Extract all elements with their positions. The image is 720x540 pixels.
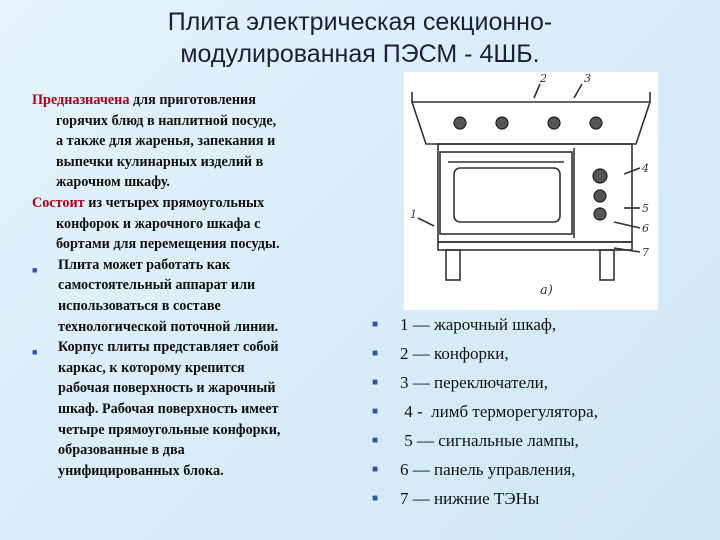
title-line-2: модулированная ПЭСМ - 4ШБ. <box>180 40 540 68</box>
callout-3: 3 <box>584 72 591 85</box>
callout-5: 5 <box>642 202 649 215</box>
knob-icon <box>495 116 509 130</box>
composition-first-line: из четырех прямоугольных <box>84 194 265 211</box>
square-bullet-icon: ■ <box>372 435 379 446</box>
legend-text: 4 - лимб терморегулятора, <box>400 402 598 421</box>
legend-text: 5 — сигнальные лампы, <box>400 431 579 450</box>
square-bullet-icon: ■ <box>372 377 379 388</box>
bullet-line: каркас, к которому крепится <box>58 359 245 376</box>
composition-line: конфорок и жарочного шкафа с <box>56 215 261 232</box>
legend-item: ■ 5 — сигнальные лампы, <box>372 426 712 455</box>
stove-leg-left <box>445 249 461 281</box>
bullet-line: технологической поточной линии. <box>58 318 279 335</box>
callout-1: 1 <box>410 208 417 221</box>
square-bullet-icon: ■ <box>372 348 379 359</box>
legend-item: ■ 1 — жарочный шкаф, <box>372 310 712 339</box>
figure-caption: а) <box>540 283 553 298</box>
bullet-line: рабочая поверхность и жарочный <box>58 380 276 397</box>
composition-paragraph: Состоит из четырех прямоугольных конфоро… <box>32 193 362 255</box>
legend-text: 3 — переключатели, <box>400 373 548 392</box>
legend-item: ■ 3 — переключатели, <box>372 368 712 397</box>
knob-icon <box>547 116 561 130</box>
stove-diagram: 2 3 1 4 5 6 7 а) <box>404 72 658 310</box>
square-bullet-icon: ■ <box>372 464 379 475</box>
purpose-first-line: для приготовления <box>129 92 256 108</box>
composition-accent: Состоит <box>32 194 85 211</box>
legend-item: ■ 6 — панель управления, <box>372 455 712 484</box>
stove-plinth <box>437 241 633 251</box>
bullet-line: Плита может работать как <box>58 256 230 273</box>
purpose-accent: Предназначена <box>32 92 130 108</box>
callout-4: 4 <box>641 162 649 175</box>
oven-door <box>439 151 573 235</box>
knob-icon <box>593 207 607 221</box>
legend-text: 6 — панель управления, <box>400 460 576 479</box>
bullet-line: Корпус плиты представляет собой <box>58 339 279 356</box>
bullet-paragraph-operation: ■ Плита может работать как самостоятельн… <box>32 255 362 337</box>
purpose-paragraph: Предназначена для приготовления горячих … <box>32 90 362 193</box>
title-line-1: Плита электрическая секционно- <box>167 8 553 36</box>
description-text: Предназначена для приготовления горячих … <box>32 90 362 481</box>
stove-drawing: 2 3 1 4 5 6 7 а) <box>410 72 652 298</box>
legend-item: ■ 4 - лимб терморегулятора, <box>372 397 712 426</box>
square-bullet-icon: ■ <box>32 347 38 358</box>
oven-window <box>453 167 561 223</box>
bullet-line: шкаф. Рабочая поверхность имеет <box>58 400 279 417</box>
purpose-line: горячих блюд в наплитной посуде, <box>56 112 277 129</box>
slide-title: Плита электрическая секционно- модулиров… <box>60 6 660 70</box>
square-bullet-icon: ■ <box>32 264 38 275</box>
legend-item: ■ 2 — конфорки, <box>372 339 712 368</box>
legend-list: ■ 1 — жарочный шкаф, ■ 2 — конфорки, ■ 3 — … <box>372 310 712 513</box>
purpose-line: выпечки кулинарных изделий в <box>56 153 264 170</box>
callout-2: 2 <box>539 72 547 85</box>
stove-top-panel <box>410 101 652 145</box>
square-bullet-icon: ■ <box>372 493 379 504</box>
legend-text: 7 — нижние ТЭНы <box>400 489 540 508</box>
stove-leg-right <box>599 249 615 281</box>
composition-line: бортами для перемещения посуды. <box>56 236 280 253</box>
knob-icon <box>453 116 467 130</box>
purpose-line: жарочном шкафу. <box>56 174 170 191</box>
purpose-line: а также для жаренья, запекания и <box>56 133 276 150</box>
bullet-line: использоваться в составе <box>58 297 221 314</box>
bullet-line: образованные в два <box>58 442 185 459</box>
callout-6: 6 <box>642 222 649 235</box>
bullet-line: четыре прямоугольные конфорки, <box>58 421 281 438</box>
knob-icon <box>593 189 607 203</box>
bullet-line: унифицированных блока. <box>58 462 224 479</box>
knob-icon <box>589 116 603 130</box>
legend-text: 2 — конфорки, <box>400 344 509 363</box>
callout-7: 7 <box>642 246 649 259</box>
legend-item: ■ 7 — нижние ТЭНы <box>372 484 712 513</box>
knob-icon <box>592 168 608 184</box>
legend-text: 1 — жарочный шкаф, <box>400 315 557 334</box>
bullet-paragraph-body: ■ Корпус плиты представляет собой каркас… <box>32 337 362 481</box>
bullet-line: самостоятельный аппарат или <box>58 277 256 294</box>
square-bullet-icon: ■ <box>372 406 379 417</box>
square-bullet-icon: ■ <box>372 319 379 330</box>
